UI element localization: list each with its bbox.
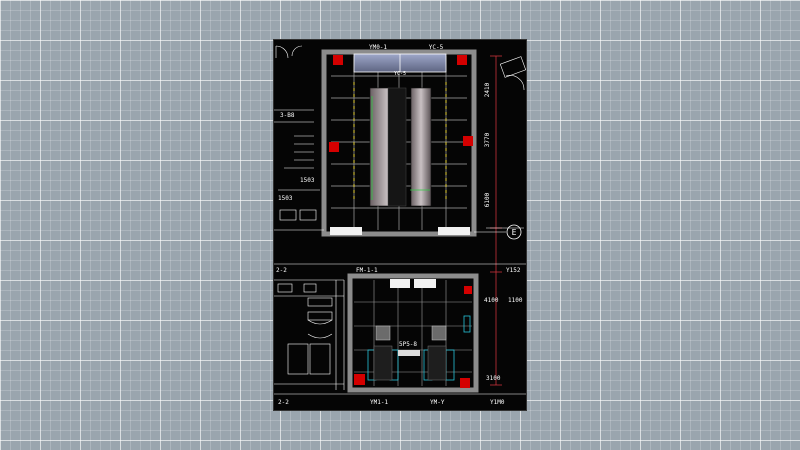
upper-room-wall: [321, 49, 477, 237]
axis-bubble: E: [474, 224, 522, 240]
right-dim-top: 2410: [484, 82, 491, 97]
fixture-right: [410, 87, 432, 207]
column-lower-br: [460, 378, 470, 388]
lower-right-code: Y152: [506, 267, 521, 274]
door-bl: [330, 227, 362, 235]
column-mr: [463, 136, 473, 146]
axis-label: E: [512, 228, 517, 237]
upper-left-annotations: [274, 45, 324, 231]
upper-window-label: YC-5: [394, 71, 406, 77]
right-dim-mid: 3770: [484, 132, 491, 147]
column-ml: [329, 142, 339, 152]
bottom-code-2: YM1-1: [370, 399, 388, 406]
bottom-code-3: YM-Y: [430, 399, 445, 406]
right-annotations: [486, 56, 527, 229]
lower-left-annotations: [274, 279, 345, 390]
floor-plan-drawing: YC-5 3-B8 1503 1503 YM0-1 YC-5: [274, 44, 527, 406]
lower-center-code: FM-1-1: [356, 267, 378, 274]
lower-door-2: [414, 279, 436, 288]
floor-plan-sheet: YC-5 3-B8 1503 1503 YM0-1 YC-5: [274, 40, 527, 410]
column-lower-bl: [354, 374, 365, 385]
column-tl: [333, 55, 343, 65]
door-br: [438, 227, 470, 235]
lower-door-1: [390, 279, 410, 288]
right-dim-bottom: 3100: [486, 375, 501, 382]
upper-hatch-lines: [353, 82, 447, 200]
left-dim-1: 1503: [300, 177, 315, 184]
right-dim-low: 6100: [484, 192, 491, 207]
left-room-code: 3-B8: [280, 112, 295, 119]
lower-room-label: 5P5-8: [399, 341, 417, 348]
right-dimension-lines: [490, 55, 502, 386]
top-left-label: YM0-1: [369, 44, 387, 51]
column-tr: [457, 55, 467, 65]
lower-room: 5P5-8: [347, 273, 479, 393]
right-dim-lower: 4100: [484, 297, 499, 304]
left-dim-2: 1503: [278, 195, 293, 202]
upper-room: YC-5: [321, 49, 477, 237]
column-lower-tr: [464, 286, 472, 294]
bottom-code-4: Y1M0: [490, 399, 505, 406]
equipment-left: [375, 325, 391, 341]
equipment-right: [431, 325, 447, 341]
top-right-label: YC-5: [429, 44, 444, 51]
bottom-code-1: 2-2: [278, 399, 289, 406]
lower-room-wall: [347, 273, 479, 393]
right-dim-lower2: 1100: [508, 297, 523, 304]
bottom-codes: 2-2 YM1-1 YM-Y Y1M0: [274, 393, 526, 406]
lower-left-code: 2-2: [276, 267, 287, 274]
